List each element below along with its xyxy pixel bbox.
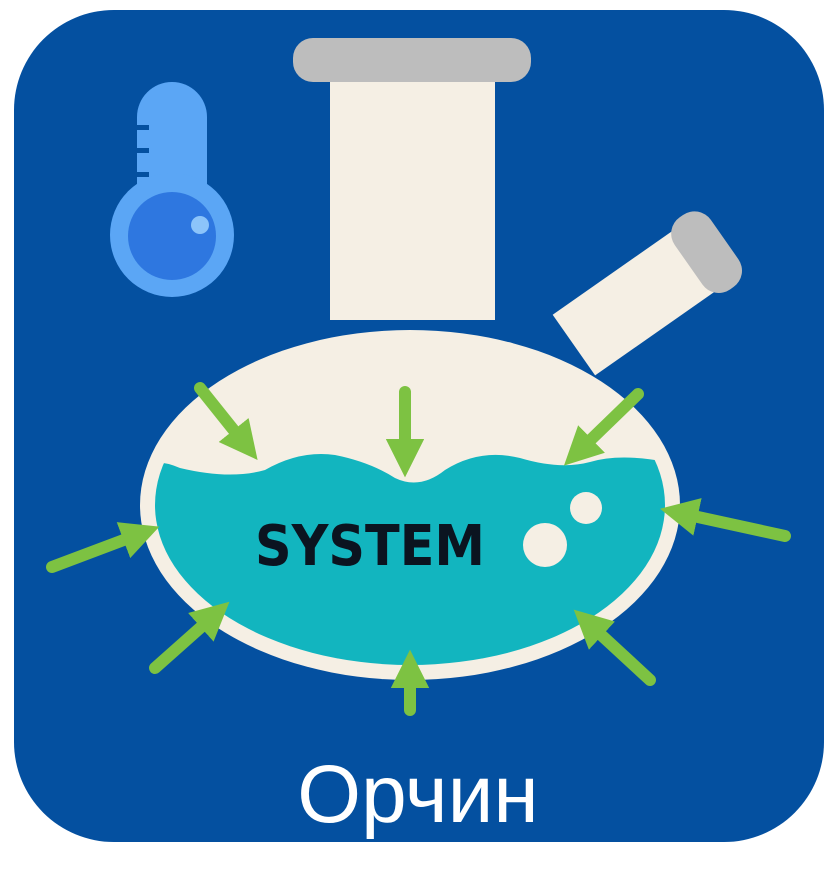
arrow-icon	[149, 601, 230, 674]
round-bottom-flask-icon	[140, 38, 743, 680]
thermometer-icon	[110, 82, 234, 297]
arrow-icon	[194, 382, 258, 460]
caption-label: Орчин	[297, 749, 538, 840]
arrow-icon	[563, 388, 644, 466]
system-label: SYSTEM	[255, 514, 485, 579]
arrow-icon	[46, 522, 160, 573]
arrow-icon	[573, 609, 656, 686]
bubble	[523, 523, 567, 567]
arrow-icon	[659, 498, 791, 542]
inward-arrows	[46, 382, 791, 716]
flask-cap	[293, 38, 531, 82]
bubble	[570, 492, 602, 524]
